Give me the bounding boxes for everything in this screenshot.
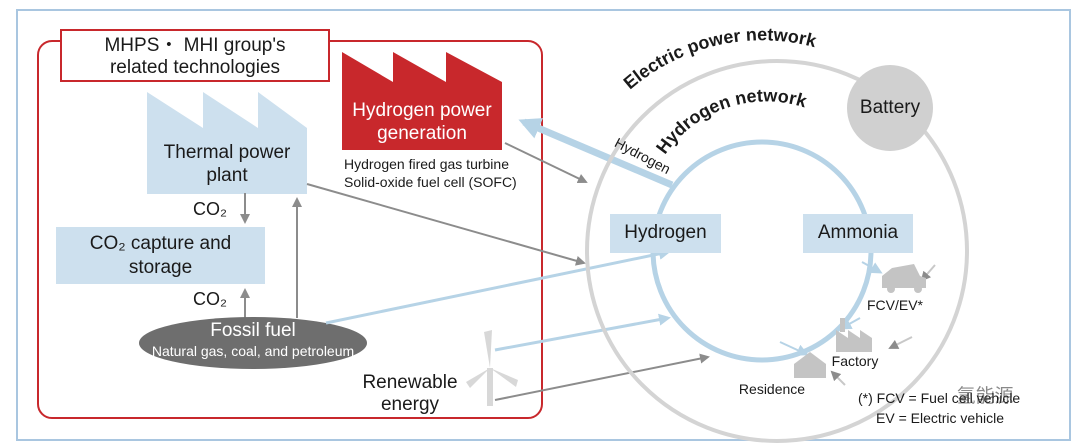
renewable-label-1: Renewable [362,372,458,393]
hydrogen-power-desc-1: Hydrogen fired gas turbine [344,156,509,172]
thermal-plant-label-1: Thermal power [163,142,291,163]
thermal-plant-shape [147,92,307,194]
ammonia-node-box [803,214,913,253]
arrow-hydrogen-gen-to-network [504,142,588,184]
arrow-grey-factory [888,336,913,349]
co2-capture-label-1: CO₂ capture and [89,233,232,254]
co2-capture-label-2: storage [128,257,193,278]
co2-label-bottom: CO₂ [193,289,227,309]
hydrogen-power-label-2: generation [377,123,467,144]
wind-turbine-icon [466,330,518,406]
car-icon [882,264,926,293]
co2-capture-box [56,227,265,284]
arrow-grey-residence [830,370,846,386]
electric-network-label: Electric power network [620,24,820,93]
factory-icon [836,318,872,352]
electric-network-circle [585,59,969,443]
group-title-line1: MHPS・ MHI group's [104,35,286,56]
co2-label-top: CO₂ [193,199,227,219]
arrow-to-residence [779,341,809,356]
footnote-line1: (*) FCV = Fuel cell vehicle [858,390,1021,406]
battery-label: Battery [859,97,921,118]
fossil-fuel-ellipse [139,317,367,369]
renewable-label-2: energy [380,394,440,415]
fossil-fuel-subtitle: Natural gas, coal, and petroleum [151,343,355,359]
group-title-box: MHPS・ MHI group's related technologies [60,29,330,82]
arrow-to-fcv [861,261,883,274]
arrow-thermal-to-network [306,183,586,266]
hydrogen-power-label-1: Hydrogen power [352,100,492,121]
arrow-renewable-to-hydrogen-net [494,313,671,352]
hydrogen-plant-shape [342,52,502,150]
outer-frame [16,9,1071,441]
arrow-hydrogen-to-generation [518,118,674,189]
residence-icon [794,352,826,378]
battery-circle [847,65,933,151]
fcv-ev-label: FCV/EV* [866,297,923,313]
group-title-line2: related technologies [109,57,281,78]
arrow-renewable-to-electric-net [494,353,710,401]
hydrogen-node-box [610,214,721,253]
footnote-line2: EV = Electric vehicle [876,410,1004,426]
residence-label: Residence [738,381,806,397]
thermal-plant-label-2: plant [206,165,248,186]
fossil-fuel-title: Fossil fuel [210,320,296,341]
arrow-fossil-to-hydrogen [325,247,671,325]
hydrogen-node-label: Hydrogen [624,222,707,243]
watermark-text: 氢能源 [956,386,1014,407]
ammonia-node-label: Ammonia [817,222,899,243]
factory-label: Factory [831,353,879,369]
hydrogen-power-desc-2: Solid-oxide fuel cell (SOFC) [344,174,517,190]
